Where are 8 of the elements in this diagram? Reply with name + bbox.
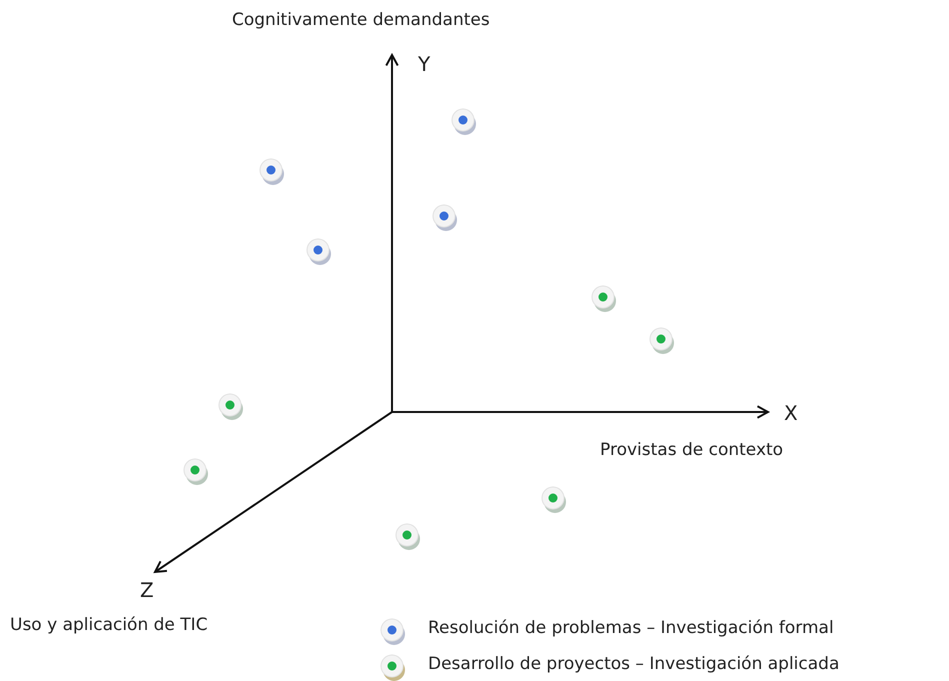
- axis-title: Provistas de contexto: [600, 440, 784, 460]
- legend-label: Resolución de problemas – Investigación formal: [428, 618, 834, 638]
- axis-label: Y: [418, 52, 430, 76]
- axis-title: Uso y aplicación de TIC: [10, 615, 208, 635]
- legend-label: Desarrollo de proyectos – Investigación aplicada: [428, 654, 840, 674]
- axis-title: Cognitivamente demandantes: [232, 10, 490, 30]
- axis-label: Z: [140, 578, 154, 602]
- axis-label: X: [784, 401, 798, 425]
